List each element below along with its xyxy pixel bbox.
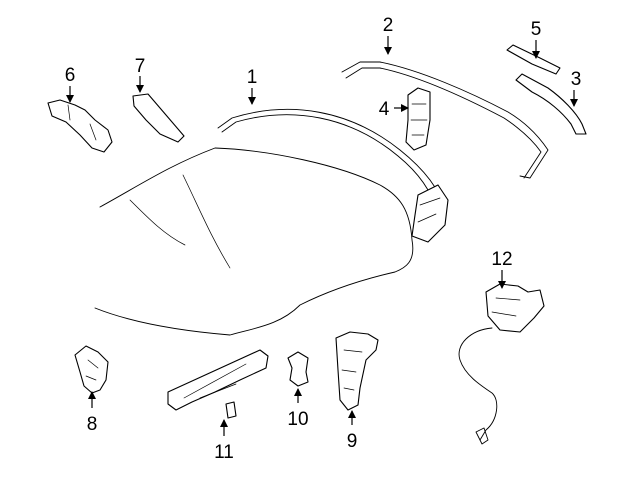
part-6-hinge-bracket bbox=[47, 99, 113, 153]
callout-leaders bbox=[66, 36, 578, 436]
part-2-roof-rail bbox=[341, 61, 549, 179]
part-7-trim-panel bbox=[132, 93, 185, 143]
soft-top-canvas bbox=[94, 147, 414, 336]
part-11-arm-plate bbox=[167, 349, 269, 419]
part-5-seal bbox=[506, 44, 561, 75]
callout-4: 4 bbox=[379, 99, 390, 120]
part-8-latch bbox=[74, 345, 109, 394]
part-1-front-bow bbox=[217, 109, 449, 243]
callout-10: 10 bbox=[287, 409, 308, 430]
callout-8: 8 bbox=[87, 414, 98, 435]
callout-11: 11 bbox=[214, 442, 234, 463]
callout-2: 2 bbox=[383, 15, 394, 36]
part-12-motor-assembly bbox=[458, 283, 545, 445]
part-3-rail-strip bbox=[515, 73, 587, 135]
callout-numbers: 1 2 3 4 5 6 7 8 9 10 11 12 bbox=[65, 15, 582, 463]
callout-6: 6 bbox=[65, 65, 76, 86]
callout-12: 12 bbox=[491, 249, 512, 270]
part-9-side-bracket bbox=[335, 331, 379, 411]
callout-3: 3 bbox=[571, 69, 582, 90]
callout-7: 7 bbox=[135, 56, 146, 77]
callout-1: 1 bbox=[247, 67, 258, 88]
callout-5: 5 bbox=[531, 19, 542, 40]
part-4-bracket bbox=[405, 87, 431, 151]
callout-9: 9 bbox=[347, 431, 358, 452]
part-10-clip bbox=[287, 351, 309, 387]
